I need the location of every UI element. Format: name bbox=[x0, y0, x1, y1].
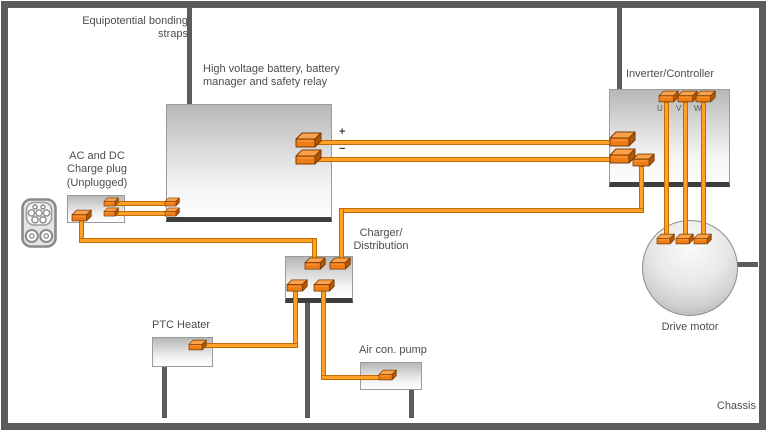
connector-battery-left-1 bbox=[164, 197, 180, 207]
label-air-con-pump: Air con. pump bbox=[359, 344, 427, 356]
connector-inverter-v bbox=[677, 90, 698, 103]
chassis-line-charger bbox=[305, 300, 310, 418]
charge-plug-icon bbox=[21, 198, 57, 248]
connector-plug-right-2 bbox=[103, 207, 119, 217]
label-charger-line2: Distribution bbox=[353, 240, 409, 253]
chassis-line-pump bbox=[409, 385, 414, 418]
label-battery-line2: manager and safety relay bbox=[203, 76, 328, 89]
label-minus-terminal: − bbox=[339, 143, 346, 155]
connector-charger-bottom-right bbox=[313, 279, 335, 292]
wire-inverter-charger-h bbox=[339, 208, 644, 213]
wire-phase-v bbox=[683, 102, 688, 240]
wire-charger-pump-v bbox=[321, 290, 326, 380]
connector-inverter-aux bbox=[632, 153, 655, 167]
wire-inverter-aux-v bbox=[639, 166, 644, 212]
connector-battery-left-2 bbox=[164, 207, 180, 217]
connector-air-con-pump bbox=[378, 369, 397, 381]
wire-battery-minus bbox=[316, 157, 618, 162]
label-drive-motor: Drive motor bbox=[661, 321, 719, 333]
label-phase-v: V bbox=[676, 104, 682, 113]
connector-motor-v bbox=[675, 233, 694, 245]
connector-charger-top-right bbox=[329, 257, 351, 270]
label-bonding-straps: Equipotential bonding straps bbox=[40, 15, 188, 42]
connector-ptc-heater bbox=[188, 339, 207, 351]
connector-battery-plus bbox=[295, 132, 322, 148]
wire-battery-plus bbox=[316, 140, 618, 145]
connector-inverter-u bbox=[658, 90, 679, 103]
label-battery: High voltage battery, battery manager an… bbox=[203, 63, 383, 90]
label-phase-w: W bbox=[694, 104, 702, 113]
chassis-line-motor bbox=[730, 262, 758, 267]
wire-plug-battery-2 bbox=[114, 211, 172, 216]
label-bonding-line2: straps bbox=[158, 28, 188, 41]
chassis-line-ptc bbox=[162, 360, 167, 418]
connector-motor-w bbox=[693, 233, 712, 245]
wire-phase-w bbox=[701, 102, 706, 240]
bonding-strap-inverter bbox=[617, 8, 622, 91]
label-bonding-line1: Equipotential bonding bbox=[82, 15, 188, 27]
label-charge-plug: AC and DC Charge plug (Unplugged) bbox=[55, 150, 139, 190]
label-battery-line1: High voltage battery, battery bbox=[203, 63, 340, 75]
connector-motor-u bbox=[656, 233, 675, 245]
connector-inverter-w bbox=[695, 90, 716, 103]
connector-plug-right-1 bbox=[103, 197, 119, 207]
connector-charger-top-left bbox=[304, 257, 326, 270]
label-plug-line3: (Unplugged) bbox=[66, 176, 128, 189]
wire-charger-ptc-h bbox=[200, 343, 298, 348]
label-plus-terminal: + bbox=[339, 126, 346, 138]
label-plug-line1: AC and DC bbox=[69, 150, 125, 162]
label-inverter: Inverter/Controller bbox=[626, 68, 715, 80]
connector-battery-minus bbox=[295, 149, 322, 165]
label-phase-u: U bbox=[657, 104, 663, 113]
wire-phase-u bbox=[664, 102, 669, 240]
label-chassis: Chassis bbox=[716, 400, 756, 412]
label-plug-line2: Charge plug bbox=[67, 163, 127, 176]
wire-plug-battery-1 bbox=[114, 201, 172, 206]
wire-plug-charger-h bbox=[79, 238, 317, 243]
connector-plug-bottom bbox=[71, 209, 92, 222]
label-charger-line1: Charger/ bbox=[359, 227, 403, 239]
wire-charger-ptc-v bbox=[293, 290, 298, 348]
connector-charger-bottom-left bbox=[286, 279, 308, 292]
label-ptc-heater: PTC Heater bbox=[152, 319, 211, 331]
connector-inverter-plus bbox=[609, 131, 636, 147]
bonding-strap-battery bbox=[187, 8, 192, 106]
label-charger: Charger/ Distribution bbox=[344, 227, 418, 254]
